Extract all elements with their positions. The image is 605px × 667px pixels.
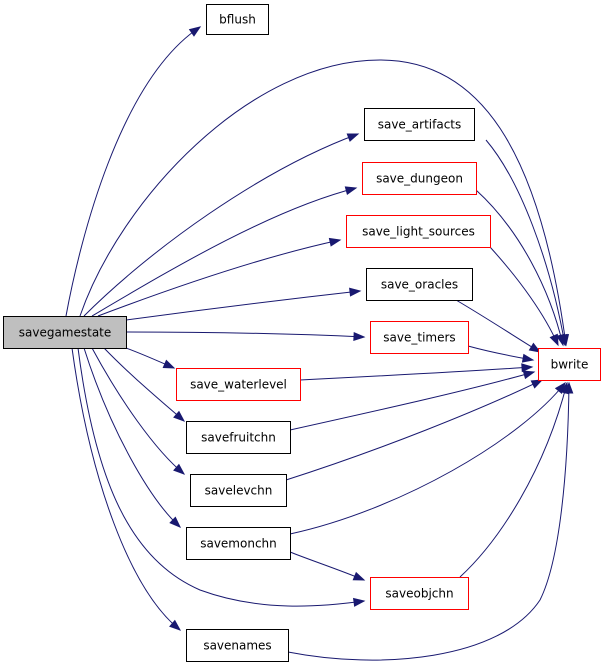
node-box[interactable]: [186, 527, 291, 560]
node-save-timers[interactable]: save_timers: [370, 321, 469, 354]
node-label: save_oracles: [381, 278, 458, 292]
edge-savegamestate-to-savemonchn: [83, 347, 181, 528]
node-savelevchn[interactable]: savelevchn: [190, 474, 287, 507]
node-label: save_timers: [383, 331, 455, 345]
node-box[interactable]: [362, 162, 477, 195]
node-box[interactable]: [186, 421, 291, 454]
node-savegamestate[interactable]: savegamestate: [3, 316, 127, 349]
arrowhead-to-save-timers: [353, 331, 366, 342]
node-box[interactable]: [538, 348, 601, 381]
nodes-layer: savegamestate bflush save_artifacts save_du…: [3, 4, 601, 662]
node-label: savenames: [203, 639, 271, 653]
arrowhead-to-save-waterlevel: [162, 359, 176, 369]
arrowhead-to-bwrite: [528, 342, 542, 353]
edge-savegamestate-to-savenames: [71, 347, 181, 631]
node-save-artifacts[interactable]: save_artifacts: [364, 108, 475, 141]
node-label: savegamestate: [19, 326, 112, 340]
edge-savelevchn-to-bwrite: [285, 379, 543, 481]
arrowhead-to-save-artifacts: [346, 133, 360, 142]
node-label: bflush: [219, 13, 256, 27]
node-savenames[interactable]: savenames: [186, 629, 289, 662]
node-box[interactable]: [206, 4, 269, 35]
edge-savegamestate-to-save-dungeon: [91, 187, 357, 317]
arrowhead-to-bwrite: [564, 381, 574, 394]
edge-savegamestate-to-saveobjchn: [77, 347, 365, 607]
arrowhead-to-save-dungeon: [344, 186, 358, 196]
node-box[interactable]: [370, 577, 469, 610]
node-label: bwrite: [551, 358, 589, 372]
node-label: savefruitchn: [201, 431, 276, 445]
edge-savegamestate-to-bwrite: [79, 59, 567, 346]
arrowhead-to-bwrite: [521, 353, 535, 363]
edge-save-light-sources-to-bwrite: [489, 246, 559, 346]
edge-savefruitchn-to-bwrite: [289, 371, 535, 431]
edge-savegamestate-to-save-oracles: [125, 290, 361, 321]
node-save-oracles[interactable]: save_oracles: [366, 268, 473, 301]
edge-save-dungeon-to-bwrite: [475, 189, 564, 346]
node-box[interactable]: [176, 368, 301, 401]
edge-savegamestate-to-save-light-sources: [97, 239, 341, 317]
arrowhead-to-savelevchn: [173, 463, 186, 475]
edge-savegamestate-to-savefruitchn: [103, 347, 185, 422]
arrowhead-to-bwrite: [530, 379, 544, 389]
node-label: save_dungeon: [376, 172, 463, 186]
arrowhead-to-bwrite: [522, 370, 536, 380]
edge-save-artifacts-to-bwrite: [485, 139, 566, 346]
node-label: savelevchn: [205, 484, 273, 498]
edge-savegamestate-to-save-artifacts: [83, 133, 359, 317]
node-box[interactable]: [186, 629, 289, 662]
node-box[interactable]: [364, 108, 475, 141]
arrowhead-to-bflush: [188, 26, 202, 37]
arrowhead-to-bwrite: [549, 333, 559, 347]
node-saveobjchn[interactable]: saveobjchn: [370, 577, 469, 610]
node-box[interactable]: [366, 268, 473, 301]
arrowhead-to-save-oracles: [349, 287, 362, 297]
node-save-waterlevel[interactable]: save_waterlevel: [176, 368, 301, 401]
node-save-light-sources[interactable]: save_light_sources: [346, 215, 491, 248]
node-box[interactable]: [370, 321, 469, 354]
edge-savegamestate-to-savelevchn: [91, 347, 185, 475]
node-save-dungeon[interactable]: save_dungeon: [362, 162, 477, 195]
edge-savegamestate-to-bflush: [65, 26, 201, 317]
arrowhead-to-savefruitchn: [173, 410, 186, 422]
arrowhead-to-save-light-sources: [328, 237, 342, 247]
node-bwrite[interactable]: bwrite: [538, 348, 601, 381]
arrowhead-to-saveobjchn: [352, 597, 366, 607]
node-bflush[interactable]: bflush: [206, 4, 269, 35]
arrowhead-to-savemonchn: [169, 516, 182, 528]
arrowhead-to-bwrite: [521, 363, 534, 373]
node-label: save_waterlevel: [190, 378, 287, 392]
edges-layer: [65, 26, 574, 661]
node-savemonchn[interactable]: savemonchn: [186, 527, 291, 560]
node-label: saveobjchn: [385, 587, 453, 601]
arrowhead-to-saveobjchn: [352, 571, 366, 581]
node-box[interactable]: [190, 474, 287, 507]
node-label: savemonchn: [200, 537, 277, 551]
node-savefruitchn[interactable]: savefruitchn: [186, 421, 291, 454]
node-box[interactable]: [346, 215, 491, 248]
edge-save-waterlevel-to-bwrite: [299, 366, 533, 381]
node-label: save_light_sources: [362, 225, 475, 239]
edge-savegamestate-to-save-timers: [125, 331, 365, 338]
arrowhead-to-bwrite: [556, 333, 565, 347]
edge-saveobjchn-to-bwrite: [459, 382, 568, 578]
arrowhead-to-savenames: [169, 619, 182, 631]
edge-savemonchn-to-bwrite: [289, 382, 566, 535]
node-box[interactable]: [3, 316, 127, 349]
edge-savenames-to-bwrite: [287, 382, 570, 661]
node-label: save_artifacts: [378, 118, 462, 132]
edge-savemonchn-to-saveobjchn: [289, 551, 365, 581]
